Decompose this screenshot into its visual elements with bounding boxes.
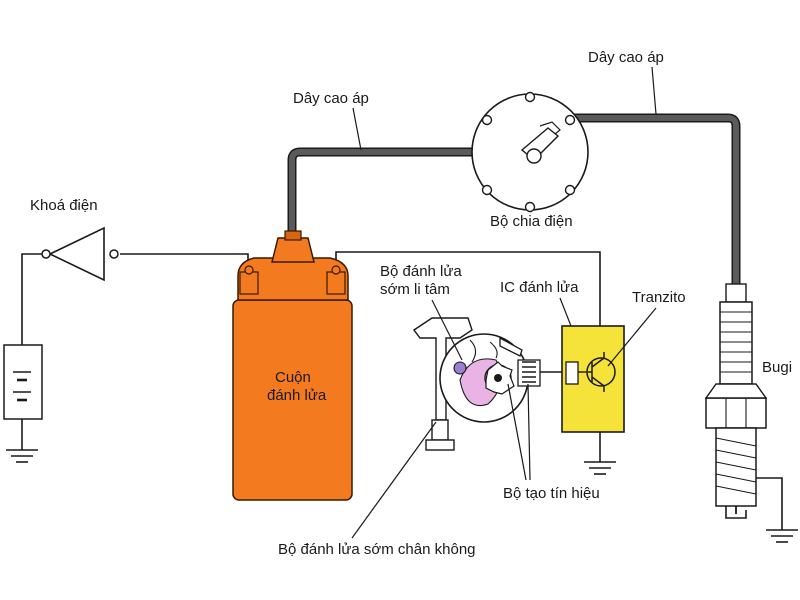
centrifugal-label-line1: Bộ đánh lửa [380, 263, 462, 280]
distributor-label: Bộ chia điện [490, 213, 573, 230]
transistor-icon [586, 352, 616, 392]
hv-wire-right-label: Dây cao áp [588, 49, 664, 66]
vacuum-advance-label: Bộ đánh lửa sớm chân không [278, 541, 476, 558]
hv-wire-left-label: Dây cao áp [293, 90, 369, 107]
transistor-leader [607, 307, 657, 367]
ignition-switch [41, 226, 119, 282]
signal-generator-pickup [499, 336, 541, 387]
vacuum-advance-leader [351, 421, 437, 539]
spark-plug-label: Bugi [762, 359, 792, 376]
spark-plug-ground-wire [756, 477, 783, 530]
centrifugal-label-line2: sớm li tâm [380, 281, 450, 298]
signal-generator-label: Bộ tạo tín hiệu [503, 485, 600, 502]
coil-label-line1: Cuộn [275, 369, 311, 386]
transistor-label: Tranzito [632, 289, 686, 306]
hv-wire-coil-to-distributor [287, 147, 535, 241]
hv-wire-right-leader [651, 66, 657, 115]
hv-wire-left-leader [352, 107, 362, 151]
battery-ground-icon [6, 449, 38, 463]
hv-wire-distributor-to-plug [565, 113, 741, 291]
igniter-ground-icon [584, 461, 616, 475]
signal-generator-leader-1 [507, 383, 527, 481]
coil-label-line2: đánh lửa [267, 387, 327, 404]
igniter-ic-leader [559, 297, 572, 327]
igniter-ic-label: IC đánh lửa [500, 279, 579, 296]
spark-plug [704, 283, 768, 519]
ignition-switch-label: Khoá điện [30, 197, 98, 214]
centrifugal-advancer [439, 333, 529, 423]
battery [3, 344, 43, 450]
centrifugal-leader [431, 299, 463, 361]
spark-plug-ground-icon [766, 529, 798, 543]
distributor-cap [471, 91, 589, 213]
signal-generator-leader-2 [527, 383, 531, 481]
ignition-coil [232, 230, 353, 501]
